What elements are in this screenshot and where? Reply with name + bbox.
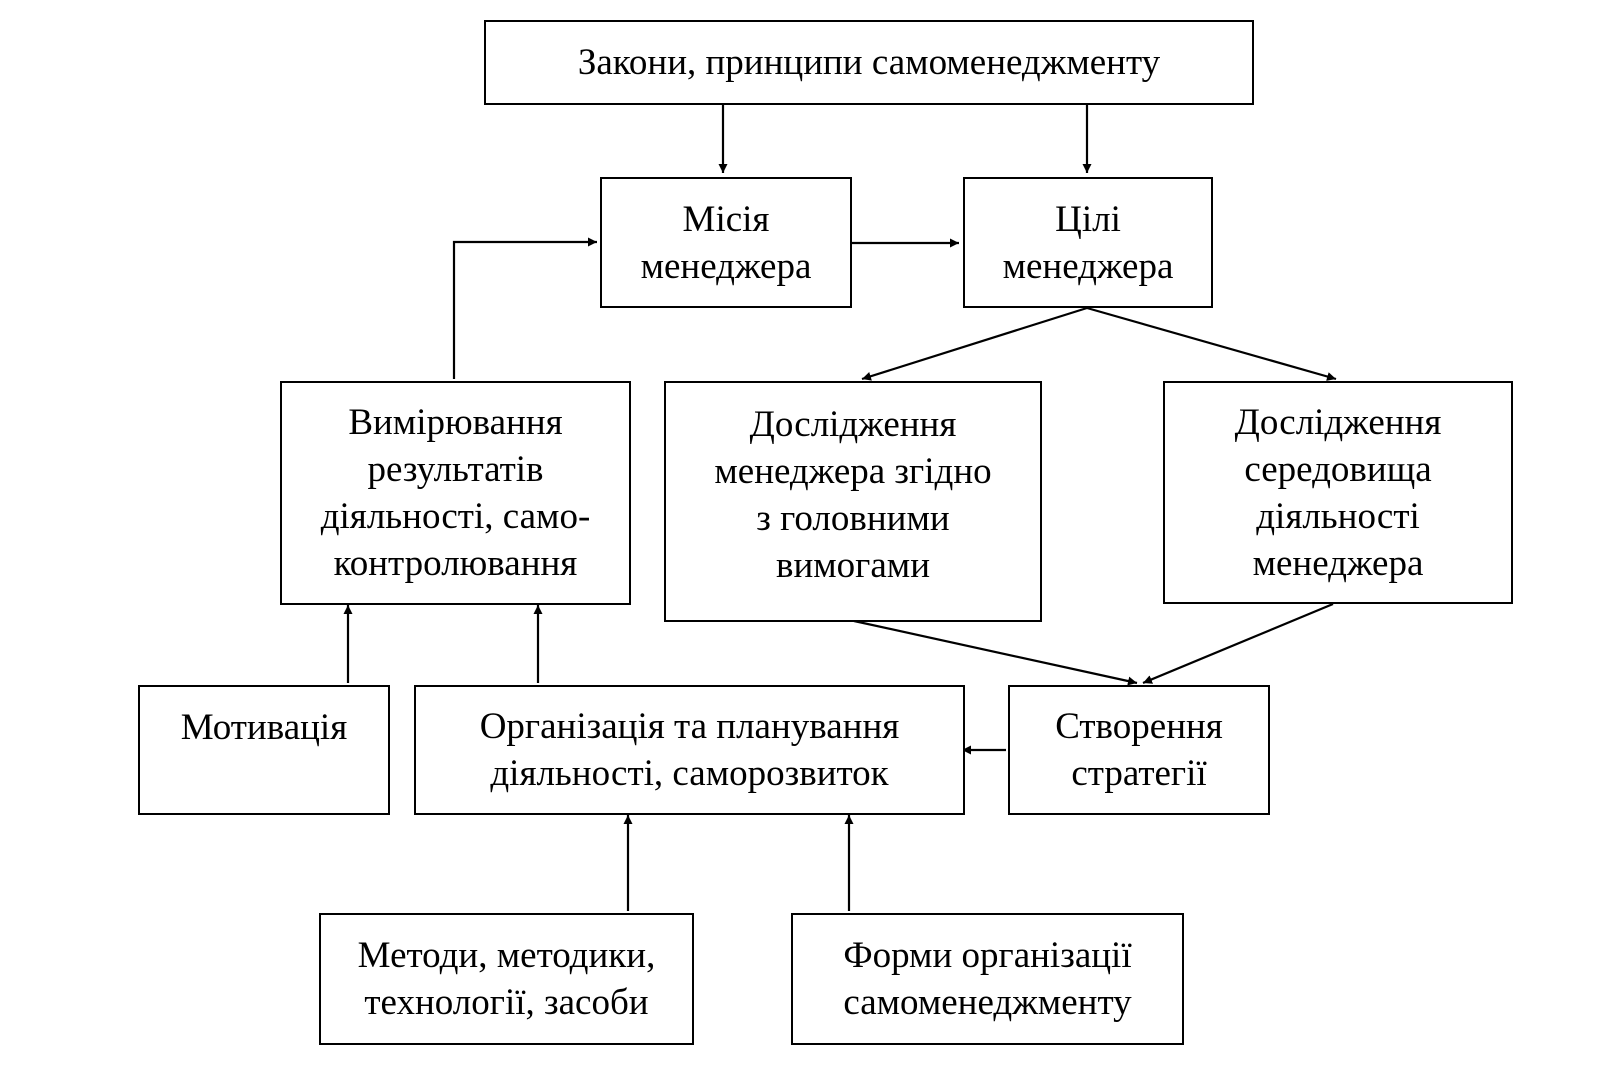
box-label-line: Місія [682, 198, 770, 240]
box-label-line: менеджера [1002, 245, 1174, 287]
box-label-line: діяльності, само- [320, 496, 591, 537]
arrow-goals-to-research-environment [1086, 306, 1337, 381]
box-label-line: Форми організації [843, 935, 1132, 976]
box-label-line: Методи, методики, [357, 935, 656, 976]
laws-principles-box: Закони, принципи самоменеджменту [484, 20, 1254, 105]
organization-planning-box: Організація та планування діяльності, сам… [414, 685, 965, 815]
box-label-line: діяльності, саморозвиток [490, 753, 889, 794]
motivation-box: Мотивація [138, 685, 390, 815]
box-label-line: контролювання [333, 543, 578, 584]
box-label-line: Цілі [1055, 198, 1121, 240]
box-label-line: результатів [367, 449, 544, 490]
box-label-line: середовища [1244, 448, 1432, 490]
research-manager-box: Дослідження менеджера згідно з головними ви… [664, 381, 1042, 622]
measurement-box: Вимірювання результатів діяльності, само-к… [280, 381, 631, 605]
research-environment-box: Дослідження середовища діяльності менеджера [1163, 381, 1513, 604]
box-label-line: вимогами [776, 545, 930, 586]
box-label-line: Організація та планування [479, 706, 900, 747]
box-label-line: менеджера згідно [714, 451, 992, 492]
strategy-creation-box: Створення стратегії [1008, 685, 1270, 815]
box-label-line: з головними [756, 498, 950, 539]
box-label-line: технології, засоби [364, 982, 649, 1023]
forms-box: Форми організації самоменеджменту [791, 913, 1184, 1045]
box-label-line: Закони, принципи самоменеджменту [577, 42, 1161, 83]
box-label-line: самоменеджменту [843, 982, 1132, 1023]
box-label-line: Дослідження [749, 404, 957, 445]
goals-box: Цілі менеджера [963, 177, 1213, 308]
arrow-research-environment-to-strategy [1142, 602, 1334, 685]
box-label-line: Створення [1055, 706, 1223, 747]
arrow-goals-to-research-manager [861, 306, 1088, 381]
box-label-line: діяльності [1256, 495, 1420, 537]
arrow-measurement-to-mission [452, 237, 597, 379]
box-label-line: Вимірювання [348, 402, 563, 443]
methods-box: Методи, методики, технології, засоби [319, 913, 694, 1045]
box-label-line: Дослідження [1234, 401, 1442, 443]
box-label-line: Мотивація [180, 707, 348, 748]
arrow-research-manager-to-strategy [853, 619, 1138, 686]
box-label-line: менеджера [1252, 542, 1424, 584]
box-label-line: менеджера [640, 245, 812, 287]
mission-box: Місія менеджера [600, 177, 852, 308]
box-label-line: стратегії [1071, 753, 1207, 794]
